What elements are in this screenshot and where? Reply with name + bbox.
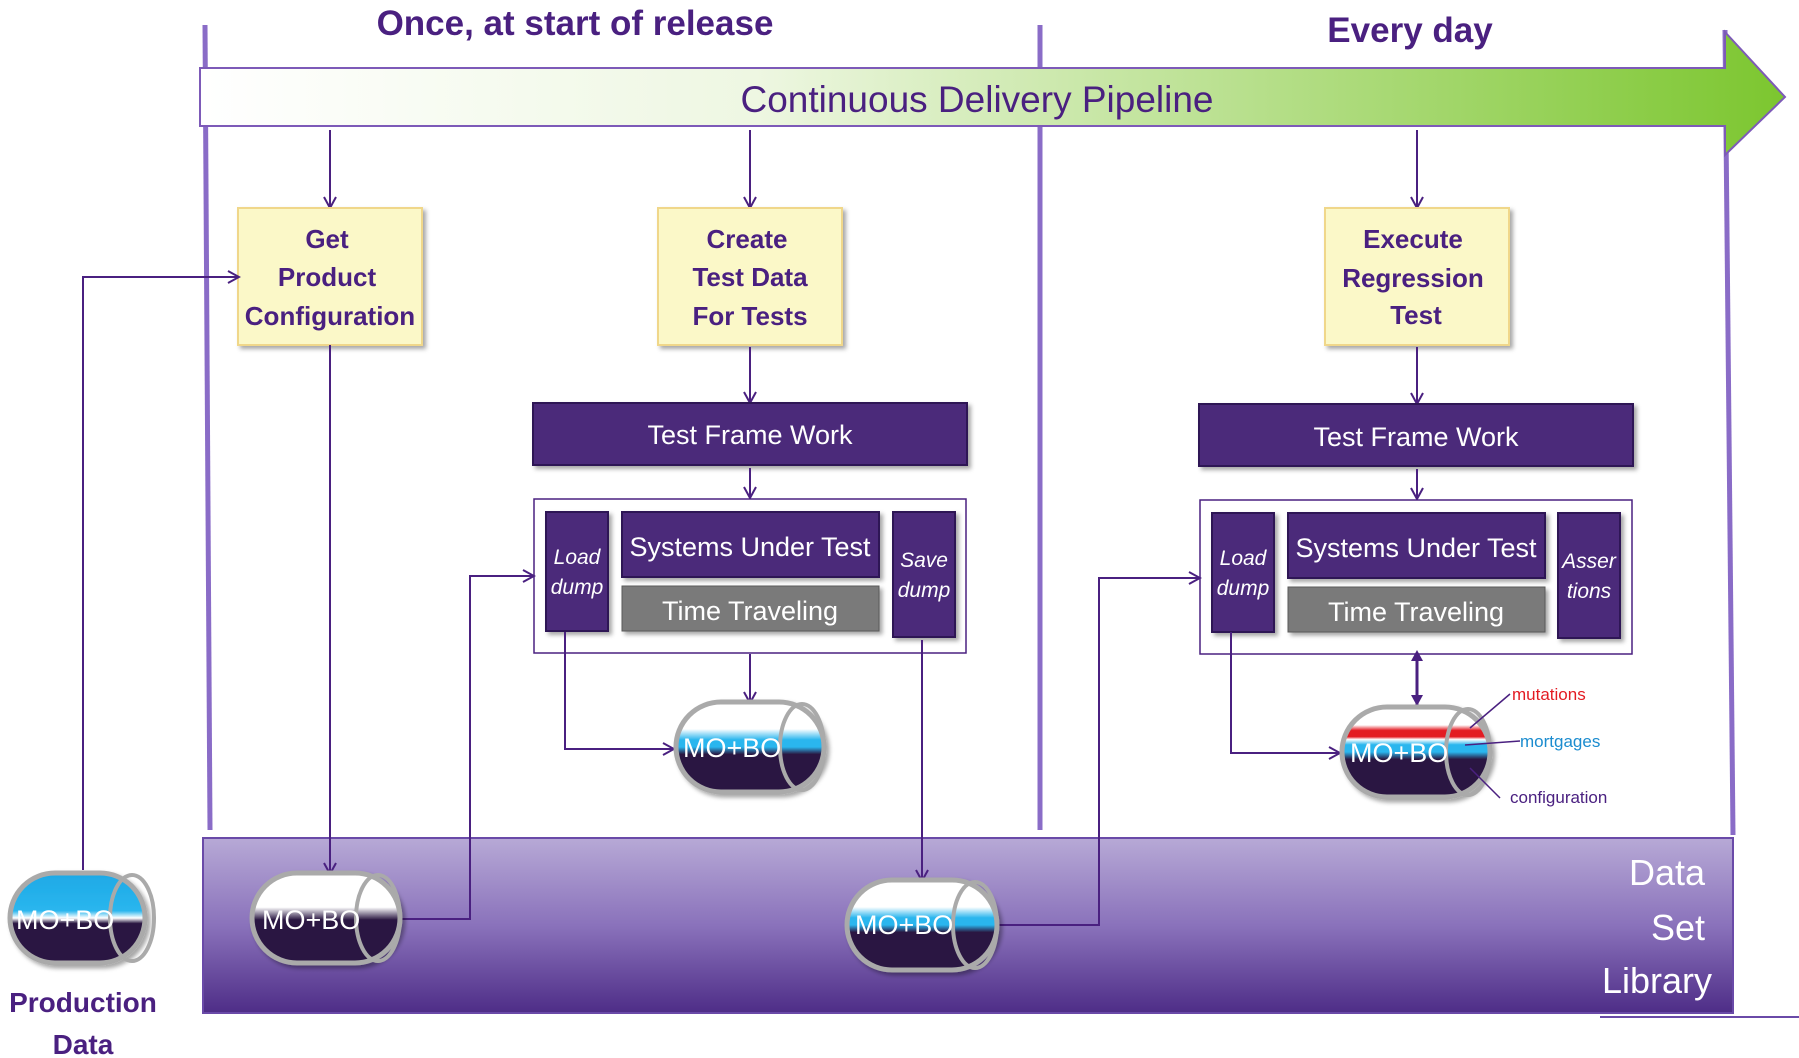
mutations-leader	[1469, 693, 1511, 729]
arrow-load-dump-to-db-right	[1230, 632, 1339, 753]
systems-under-test-left-label: Systems Under Test	[629, 532, 871, 562]
phase-title-daily: Every day	[1327, 11, 1493, 50]
database-working-left-label: MO+BO	[683, 733, 781, 763]
database-library-config-label: MO+BO	[262, 905, 360, 935]
load-dump-left-line2: dump	[551, 576, 604, 599]
production-data-label-line2: Data	[53, 1029, 114, 1058]
time-traveling-right-label: Time Traveling	[1328, 597, 1504, 627]
step-config-line1: Get	[305, 224, 349, 254]
systems-under-test-left	[621, 511, 880, 578]
step-execute-line2: Regression	[1342, 263, 1484, 293]
systems-under-test-right	[1287, 512, 1546, 579]
test-framework-right-label: Test Frame Work	[1313, 422, 1519, 452]
assertions-box	[1557, 512, 1621, 639]
time-traveling-right	[1287, 586, 1546, 633]
step-create-test-data: Create Test Data For Tests	[657, 207, 843, 346]
database-production-label: MO+BO	[16, 905, 114, 935]
phase-divider-left	[202, 24, 213, 831]
step-create-line2: Test Data	[692, 262, 808, 292]
test-harness-left: Load dump Systems Under Test Time Travel…	[533, 498, 967, 654]
time-traveling-left	[621, 585, 880, 632]
time-traveling-left-label: Time Traveling	[662, 596, 838, 626]
step-create-line1: Create	[707, 224, 788, 254]
test-harness-right: Load dump Systems Under Test Time Travel…	[1199, 499, 1633, 655]
step-config-line3: Configuration	[245, 301, 415, 331]
load-dump-box-right	[1211, 512, 1275, 633]
arrow-library-to-load-dump-left	[400, 576, 533, 920]
test-framework-left: Test Frame Work	[532, 402, 968, 466]
step-execute-line1: Execute	[1363, 224, 1463, 254]
database-production: MO+BO	[7, 870, 156, 966]
test-framework-left-label: Test Frame Work	[647, 420, 853, 450]
database-working-right: MO+BO	[1339, 704, 1493, 800]
annotation-mortgages: mortgages	[1520, 732, 1600, 751]
configuration-leader	[1469, 767, 1501, 799]
production-data-label-line1: Production	[9, 987, 157, 1018]
annotation-mutations: mutations	[1512, 685, 1586, 704]
arrow-library-to-load-dump-right	[998, 578, 1199, 926]
save-dump-line1: Save	[900, 549, 948, 572]
database-library-testdata-label: MO+BO	[855, 910, 953, 940]
step-execute-line3: Test	[1390, 300, 1442, 330]
database-working-right-label: MO+BO	[1350, 738, 1448, 768]
test-framework-right: Test Frame Work	[1198, 403, 1634, 467]
arrow-production-to-config	[82, 277, 238, 870]
annotation-configuration: configuration	[1510, 788, 1607, 807]
library-label-line3: Library	[1602, 960, 1712, 1001]
library-label-line2: Set	[1651, 907, 1705, 948]
database-library-testdata: MO+BO	[844, 877, 1000, 973]
library-label-line1: Data	[1629, 852, 1706, 893]
phase-title-once: Once, at start of release	[377, 4, 774, 43]
database-working-left: MO+BO	[673, 699, 827, 795]
step-execute-regression-test: Execute Regression Test	[1324, 207, 1510, 346]
mortgages-leader	[1464, 740, 1521, 746]
systems-under-test-right-label: Systems Under Test	[1295, 533, 1537, 563]
save-dump-line2: dump	[898, 579, 951, 602]
assertions-line1: Asser	[1560, 550, 1617, 573]
pipeline-arrow	[199, 29, 1787, 158]
load-dump-right-line2: dump	[1217, 577, 1270, 600]
load-dump-right-line1: Load	[1220, 547, 1268, 570]
step-create-line3: For Tests	[692, 301, 807, 331]
load-dump-box-left	[545, 511, 609, 632]
pipeline-label: Continuous Delivery Pipeline	[740, 79, 1213, 120]
database-library-config: MO+BO	[249, 870, 403, 966]
step-get-product-configuration: Get Product Configuration	[237, 207, 423, 346]
assertions-line2: tions	[1567, 580, 1612, 603]
phase-divider-right	[1722, 29, 1736, 836]
save-dump-box	[892, 511, 956, 638]
step-config-line2: Product	[278, 262, 377, 292]
load-dump-left-line1: Load	[554, 546, 602, 569]
arrow-load-dump-to-db-left	[564, 632, 673, 749]
